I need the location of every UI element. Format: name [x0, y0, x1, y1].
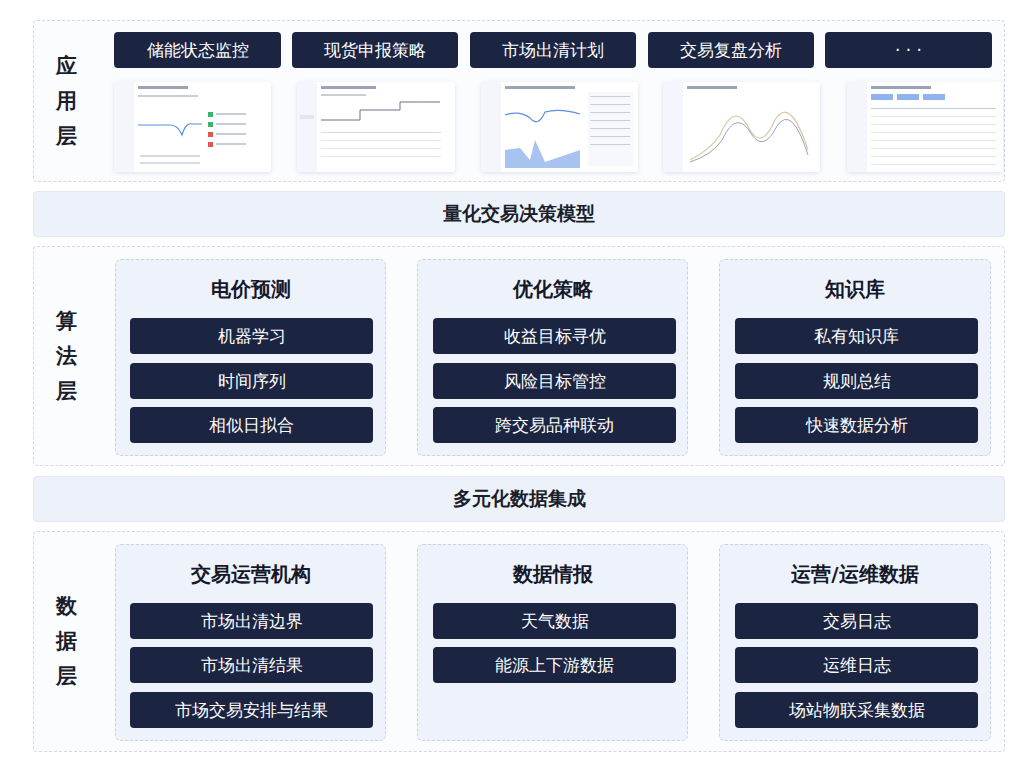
- module-panel: 数据情报天气数据能源上下游数据: [417, 544, 688, 741]
- panel-heading: 数据情报: [418, 561, 687, 588]
- screenshot-card: [663, 82, 820, 172]
- item-box: 储能状态监控: [114, 32, 281, 68]
- screenshot-card: [114, 82, 271, 172]
- item-label: 机器学习: [218, 325, 286, 348]
- item-label: 储能状态监控: [147, 39, 249, 62]
- module-panel: 电价预测机器学习时间序列相似日拟合: [115, 259, 386, 456]
- item-label: 市场出清边界: [201, 610, 303, 633]
- item-label: · · ·: [895, 40, 922, 60]
- panel-heading: 电价预测: [116, 276, 385, 303]
- layer-label: 数据层: [54, 532, 78, 751]
- item-box: 市场出清边界: [130, 603, 373, 639]
- item-box: 快速数据分析: [735, 407, 978, 443]
- screenshot-card: [481, 82, 638, 172]
- item-box: 规则总结: [735, 363, 978, 399]
- item-label: 运维日志: [823, 654, 891, 677]
- item-box: · · ·: [825, 32, 992, 68]
- item-label: 交易日志: [823, 610, 891, 633]
- band-title: 量化交易决策模型: [443, 201, 595, 227]
- item-label: 现货申报策略: [324, 39, 426, 62]
- panel-heading: 运营/运维数据: [720, 561, 990, 588]
- item-box: 市场出清结果: [130, 647, 373, 683]
- item-box: 相似日拟合: [130, 407, 373, 443]
- item-label: 跨交易品种联动: [495, 414, 614, 437]
- item-box: 天气数据: [433, 603, 676, 639]
- panel-heading: 知识库: [720, 276, 990, 303]
- item-label: 时间序列: [218, 370, 286, 393]
- module-panel: 知识库私有知识库规则总结快速数据分析: [719, 259, 991, 456]
- module-panel: 运营/运维数据交易日志运维日志场站物联采集数据: [719, 544, 991, 741]
- screenshot-card: [297, 82, 455, 172]
- panel-heading: 交易运营机构: [116, 561, 385, 588]
- layer-label: 算法层: [54, 247, 78, 465]
- item-box: 机器学习: [130, 318, 373, 354]
- item-box: 交易复盘分析: [648, 32, 814, 68]
- layer-label: 应用层: [54, 21, 78, 181]
- layer-region: 算法层电价预测机器学习时间序列相似日拟合优化策略收益目标寻优风险目标管控跨交易品…: [33, 246, 1005, 466]
- screenshot-card: [847, 82, 1003, 172]
- item-label: 收益目标寻优: [504, 325, 606, 348]
- panel-heading: 优化策略: [418, 276, 687, 303]
- module-panel: 交易运营机构市场出清边界市场出清结果市场交易安排与结果: [115, 544, 386, 741]
- item-label: 快速数据分析: [806, 414, 908, 437]
- item-box: 交易日志: [735, 603, 978, 639]
- item-box: 市场出清计划: [470, 32, 636, 68]
- item-box: 场站物联采集数据: [735, 692, 978, 728]
- item-label: 规则总结: [823, 370, 891, 393]
- band-bar: 多元化数据集成: [33, 476, 1005, 522]
- item-box: 现货申报策略: [292, 32, 458, 68]
- item-box: 能源上下游数据: [433, 647, 676, 683]
- item-box: 风险目标管控: [433, 363, 676, 399]
- layer-region: 应用层 储能状态监控 现货申报策略 市场出清计划 交易复盘分析 · · ·: [33, 20, 1005, 182]
- item-box: 私有知识库: [735, 318, 978, 354]
- item-label: 天气数据: [521, 610, 589, 633]
- item-label: 交易复盘分析: [680, 39, 782, 62]
- item-label: 市场出清计划: [502, 39, 604, 62]
- item-box: 时间序列: [130, 363, 373, 399]
- item-label: 私有知识库: [814, 325, 899, 348]
- item-label: 相似日拟合: [209, 414, 294, 437]
- item-label: 市场出清结果: [201, 654, 303, 677]
- item-label: 能源上下游数据: [495, 654, 614, 677]
- item-box: 跨交易品种联动: [433, 407, 676, 443]
- item-box: 收益目标寻优: [433, 318, 676, 354]
- module-panel: 优化策略收益目标寻优风险目标管控跨交易品种联动: [417, 259, 688, 456]
- band-title: 多元化数据集成: [453, 486, 586, 512]
- item-label: 风险目标管控: [504, 370, 606, 393]
- band-bar: 量化交易决策模型: [33, 191, 1005, 237]
- item-box: 运维日志: [735, 647, 978, 683]
- item-label: 场站物联采集数据: [789, 699, 925, 722]
- item-label: 市场交易安排与结果: [175, 699, 328, 722]
- layer-region: 数据层交易运营机构市场出清边界市场出清结果市场交易安排与结果数据情报天气数据能源…: [33, 531, 1005, 752]
- item-box: 市场交易安排与结果: [130, 692, 373, 728]
